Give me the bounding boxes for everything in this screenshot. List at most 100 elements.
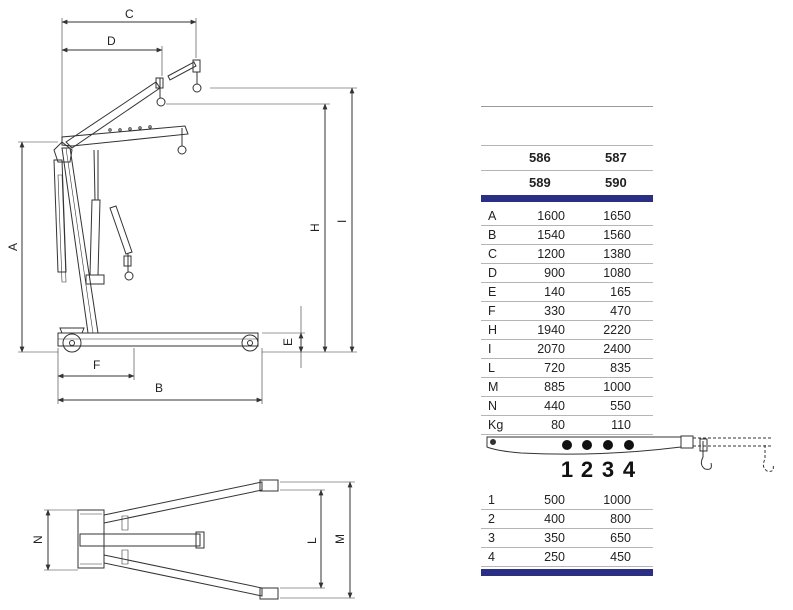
spec-value-1: 1200 (537, 247, 565, 261)
spec-value-1: 720 (544, 361, 565, 375)
load-value-1: 500 (544, 493, 565, 507)
spec-value-2: 2220 (603, 323, 631, 337)
spec-label: D (488, 266, 498, 280)
spec-value-1: 330 (544, 304, 565, 318)
hook-icon (700, 441, 712, 470)
spec-row: Kg 80 110 (481, 416, 653, 435)
spec-label: L (488, 361, 495, 375)
load-label: 4 (488, 550, 495, 564)
hook-raised (156, 97, 166, 107)
load-row: 3 350 650 (481, 529, 653, 548)
load-value-2: 1000 (603, 493, 631, 507)
spec-label: N (488, 399, 498, 413)
load-label: 2 (488, 512, 495, 526)
spec-label: C (488, 247, 498, 261)
spec-row: L 720 835 (481, 359, 653, 378)
spec-value-1: 80 (551, 418, 565, 432)
dim-label-d: D (107, 34, 116, 48)
hook-lowered (177, 145, 187, 155)
load-value-1: 400 (544, 512, 565, 526)
base-leg (57, 332, 259, 347)
spec-label: H (488, 323, 498, 337)
model-587: 587 (605, 150, 627, 165)
spec-label: B (488, 228, 497, 242)
load-value-2: 650 (610, 531, 631, 545)
spec-row: I 2070 2400 (481, 340, 653, 359)
boom-arm (486, 436, 682, 455)
spec-label: E (488, 285, 497, 299)
hydraulic-cylinder (89, 199, 101, 276)
bottom-band (481, 569, 653, 576)
spec-value-2: 1380 (603, 247, 631, 261)
spec-value-2: 835 (610, 361, 631, 375)
rear-wheel (62, 333, 82, 353)
spec-value-1: 440 (544, 399, 565, 413)
top-view-leg-lower (103, 554, 263, 597)
top-view-leg-upper (103, 481, 263, 524)
model-589: 589 (529, 175, 551, 190)
spec-value-2: 110 (611, 418, 631, 432)
boom-position-dot (582, 440, 592, 450)
boom-position-number: 4 (623, 457, 636, 482)
spec-value-2: 1080 (603, 266, 631, 280)
load-value-2: 450 (610, 550, 631, 564)
spec-table-header-space (481, 106, 653, 145)
top-view-boom (79, 533, 201, 547)
load-value-1: 350 (544, 531, 565, 545)
spec-value-1: 1600 (537, 209, 565, 223)
spec-value-2: 1560 (603, 228, 631, 242)
boom-position-dot (562, 440, 572, 450)
spec-value-2: 1000 (603, 380, 631, 394)
spec-row: C 1200 1380 (481, 245, 653, 264)
boom-position-dot (603, 440, 613, 450)
spec-row: D 900 1080 (481, 264, 653, 283)
model-row-1: 586 587 (481, 145, 653, 170)
load-label: 1 (488, 493, 495, 507)
boom-position-dot (624, 440, 634, 450)
spec-row: H 1940 2220 (481, 321, 653, 340)
dim-label-h: H (308, 223, 322, 232)
boom-lowered (61, 125, 189, 147)
boom-position-number: 2 (581, 457, 593, 482)
mast (61, 147, 99, 334)
spec-row: B 1540 1560 (481, 226, 653, 245)
spec-value-2: 2400 (603, 342, 631, 356)
dim-label-f: F (93, 358, 100, 372)
spec-value-1: 1540 (537, 228, 565, 242)
spec-row: E 140 165 (481, 283, 653, 302)
front-wheel (241, 334, 259, 352)
model-586: 586 (529, 150, 551, 165)
dim-label-n: N (31, 535, 45, 544)
spec-label: Kg (488, 418, 504, 432)
dim-label-m: M (333, 534, 347, 544)
divider-band (481, 195, 653, 202)
spec-label: I (488, 342, 492, 356)
dim-label-c: C (125, 7, 134, 21)
spec-value-1: 900 (544, 266, 565, 280)
spec-value-2: 165 (610, 285, 631, 299)
load-value-1: 250 (544, 550, 565, 564)
spec-value-1: 1940 (537, 323, 565, 337)
spec-value-2: 550 (610, 399, 631, 413)
model-row-2: 589 590 (481, 170, 653, 195)
spec-value-1: 885 (544, 380, 565, 394)
dim-label-b: B (155, 381, 163, 395)
crane-technical-drawing: C D A H I E F B L M N (6, 7, 357, 600)
top-view-base (77, 509, 105, 569)
spec-label: M (488, 380, 499, 394)
load-label: 3 (488, 531, 495, 545)
boom-position-number: 3 (602, 457, 614, 482)
model-590: 590 (605, 175, 627, 190)
spec-value-1: 2070 (537, 342, 565, 356)
dim-label-l: L (305, 537, 319, 544)
spec-value-2: 1650 (603, 209, 631, 223)
load-row: 1 500 1000 (481, 491, 653, 510)
spec-value-1: 140 (544, 285, 565, 299)
dim-label-i: I (335, 220, 349, 223)
dim-label-a: A (6, 243, 20, 251)
